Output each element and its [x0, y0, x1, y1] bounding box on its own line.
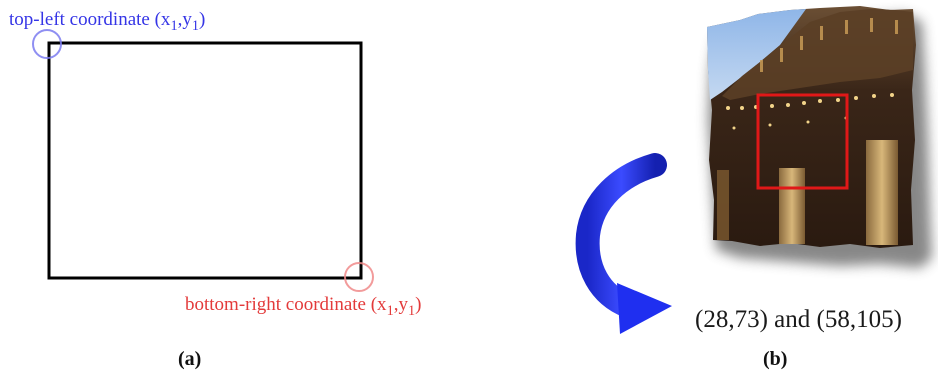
coordinates-text: (28,73) and (58,105) — [695, 306, 902, 333]
bounding-rectangle — [47, 41, 363, 280]
bottom-right-coordinate-label: bottom-right coordinate (x1,y1) — [185, 294, 422, 319]
top-left-marker — [32, 29, 62, 59]
bottom-right-marker — [344, 262, 374, 292]
top-left-coordinate-label: top-left coordinate (x1,y1) — [9, 9, 206, 34]
temple-photo — [707, 6, 916, 248]
selection-box — [756, 93, 849, 190]
caption-a: (a) — [178, 348, 202, 370]
caption-b: (b) — [763, 348, 788, 370]
curved-arrow — [575, 153, 672, 334]
